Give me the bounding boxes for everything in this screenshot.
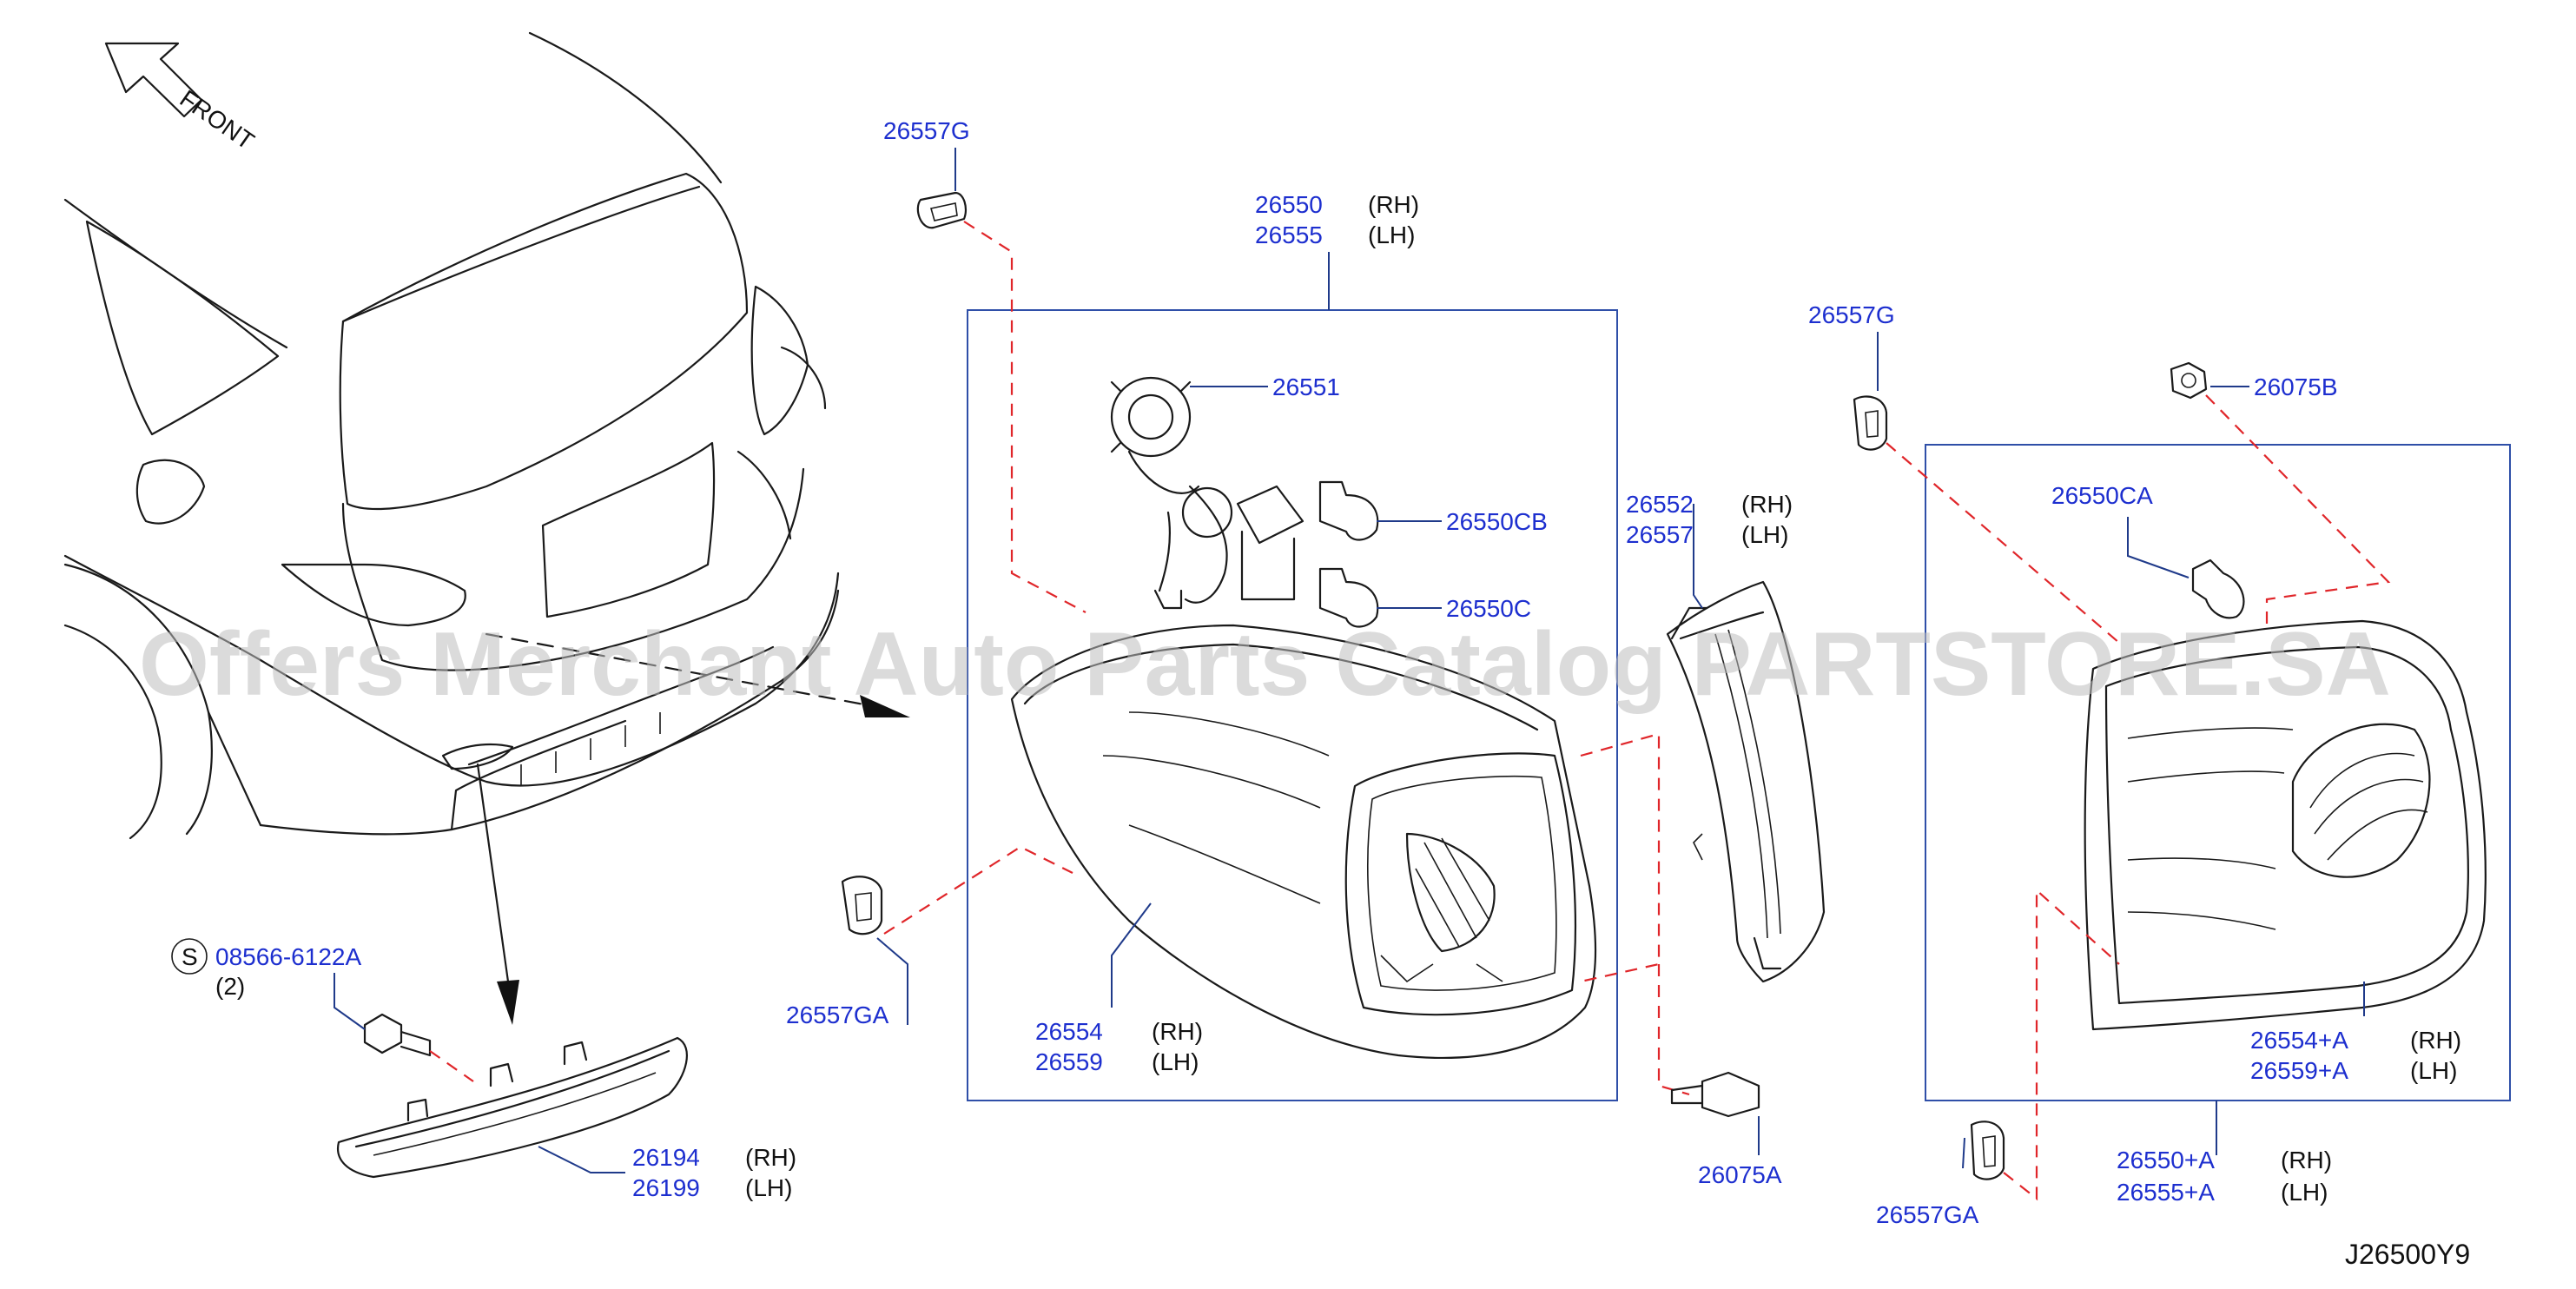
- s-symbol-circle: [171, 938, 208, 975]
- label-26554A-side: (RH): [2410, 1027, 2461, 1054]
- tail-lamp-housing: [1010, 624, 1597, 1060]
- label-26557G-a: 26557G: [883, 117, 970, 144]
- label-26199: 26199: [632, 1174, 700, 1201]
- label-26557G-b: 26557G: [1808, 301, 1895, 328]
- label-26199-side: (LH): [745, 1174, 792, 1201]
- bulb-26550CA: [2191, 559, 2245, 619]
- label-26557GA-a: 26557GA: [786, 1001, 889, 1028]
- tail-lamp-group-box: [967, 309, 1618, 1101]
- label-s-symbol: S: [182, 943, 198, 970]
- label-26555A: 26555+A: [2117, 1179, 2215, 1206]
- label-26555: 26555: [1255, 221, 1323, 248]
- rear-reflector: [336, 1036, 688, 1179]
- bulb-26550C: [1318, 567, 1379, 628]
- label-26557: 26557: [1626, 521, 1694, 548]
- inner-lamp-group-box: [1925, 444, 2511, 1101]
- dashed-line-screw: [429, 1050, 474, 1082]
- callout-arrow-tail-lamp: [485, 632, 910, 717]
- dashed-line-26557G-upper: [963, 221, 1087, 613]
- bulb-26550CB: [1318, 480, 1379, 541]
- label-26554A: 26554+A: [2250, 1027, 2348, 1054]
- label-26552-side: (RH): [1741, 491, 1793, 518]
- screw-26075A: [1670, 1071, 1760, 1118]
- label-26559A: 26559+A: [2250, 1057, 2348, 1084]
- label-26194: 26194: [632, 1144, 700, 1171]
- label-26194-side: (RH): [745, 1144, 796, 1171]
- socket-harness: [1110, 376, 1305, 610]
- dashed-line-26075B: [2205, 394, 2391, 625]
- grommet-26557GA-right: [1970, 1120, 2005, 1180]
- front-arrow-icon: [104, 42, 203, 118]
- inner-lamp-housing: [2084, 619, 2487, 1031]
- label-26075A: 26075A: [1698, 1161, 1782, 1188]
- label-26550CB: 26550CB: [1446, 508, 1548, 535]
- label-26550CA: 26550CA: [2051, 482, 2153, 509]
- label-26555A-side: (LH): [2281, 1179, 2328, 1206]
- label-08566-6122A: 08566-6122A: [215, 943, 361, 970]
- dashed-line-26075A: [1580, 732, 1690, 1096]
- screw-fastener: [363, 1013, 432, 1057]
- grommet-26557G-right: [1853, 395, 1888, 451]
- label-26550: 26550: [1255, 191, 1323, 218]
- label-26557-side: (LH): [1741, 521, 1788, 548]
- diagram-reference: J26500Y9: [2345, 1239, 2470, 1270]
- label-26551: 26551: [1272, 373, 1340, 400]
- label-26550-side: (RH): [1368, 191, 1419, 218]
- vehicle-rear-body: [63, 31, 840, 840]
- label-26552: 26552: [1626, 491, 1694, 518]
- nut-26075B: [2170, 361, 2208, 400]
- label-26075B: 26075B: [2254, 373, 2338, 400]
- label-26559A-side: (LH): [2410, 1057, 2457, 1084]
- label-26559: 26559: [1035, 1048, 1103, 1075]
- callout-arrow-reflector: [476, 763, 519, 1025]
- label-26559-side: (LH): [1152, 1048, 1199, 1075]
- watermark: Offers Merchant Auto Parts Catalog PARTS…: [139, 614, 2391, 715]
- label-26550C: 26550C: [1446, 595, 1531, 622]
- label-26554-side: (RH): [1152, 1018, 1203, 1045]
- dashed-line-26557GA-right: [2003, 888, 2120, 1201]
- label-26554: 26554: [1035, 1018, 1103, 1045]
- dashed-line-26557GA-left: [883, 845, 1073, 935]
- grommet-26557G-upper: [916, 191, 968, 229]
- front-label: FRONT: [175, 85, 260, 155]
- finisher-26552: [1666, 580, 1826, 983]
- label-26555-side: (LH): [1368, 221, 1415, 248]
- label-26557GA-b: 26557GA: [1876, 1201, 1979, 1228]
- label-08566-qty: (2): [215, 973, 245, 1000]
- label-26550A-side: (RH): [2281, 1147, 2332, 1173]
- grommet-26557GA-left: [841, 876, 883, 935]
- dashed-line-26557G-right: [1886, 442, 2120, 644]
- label-26550A: 26550+A: [2117, 1147, 2215, 1173]
